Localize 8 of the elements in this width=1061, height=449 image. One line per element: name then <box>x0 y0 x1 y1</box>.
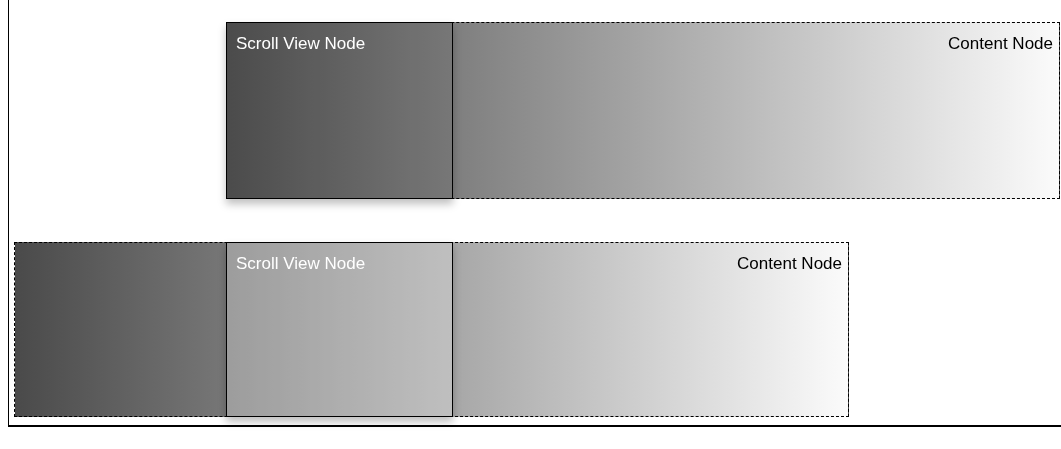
content-box <box>226 22 1060 199</box>
content-box <box>14 242 849 417</box>
scroll-view-box <box>226 22 453 199</box>
content-label: Content Node <box>737 254 842 274</box>
scroll-view-box <box>226 242 453 417</box>
content-label: Content Node <box>948 34 1053 54</box>
scroll-view-label: Scroll View Node <box>236 254 366 274</box>
scroll-view-label: Scroll View Node <box>236 34 366 54</box>
